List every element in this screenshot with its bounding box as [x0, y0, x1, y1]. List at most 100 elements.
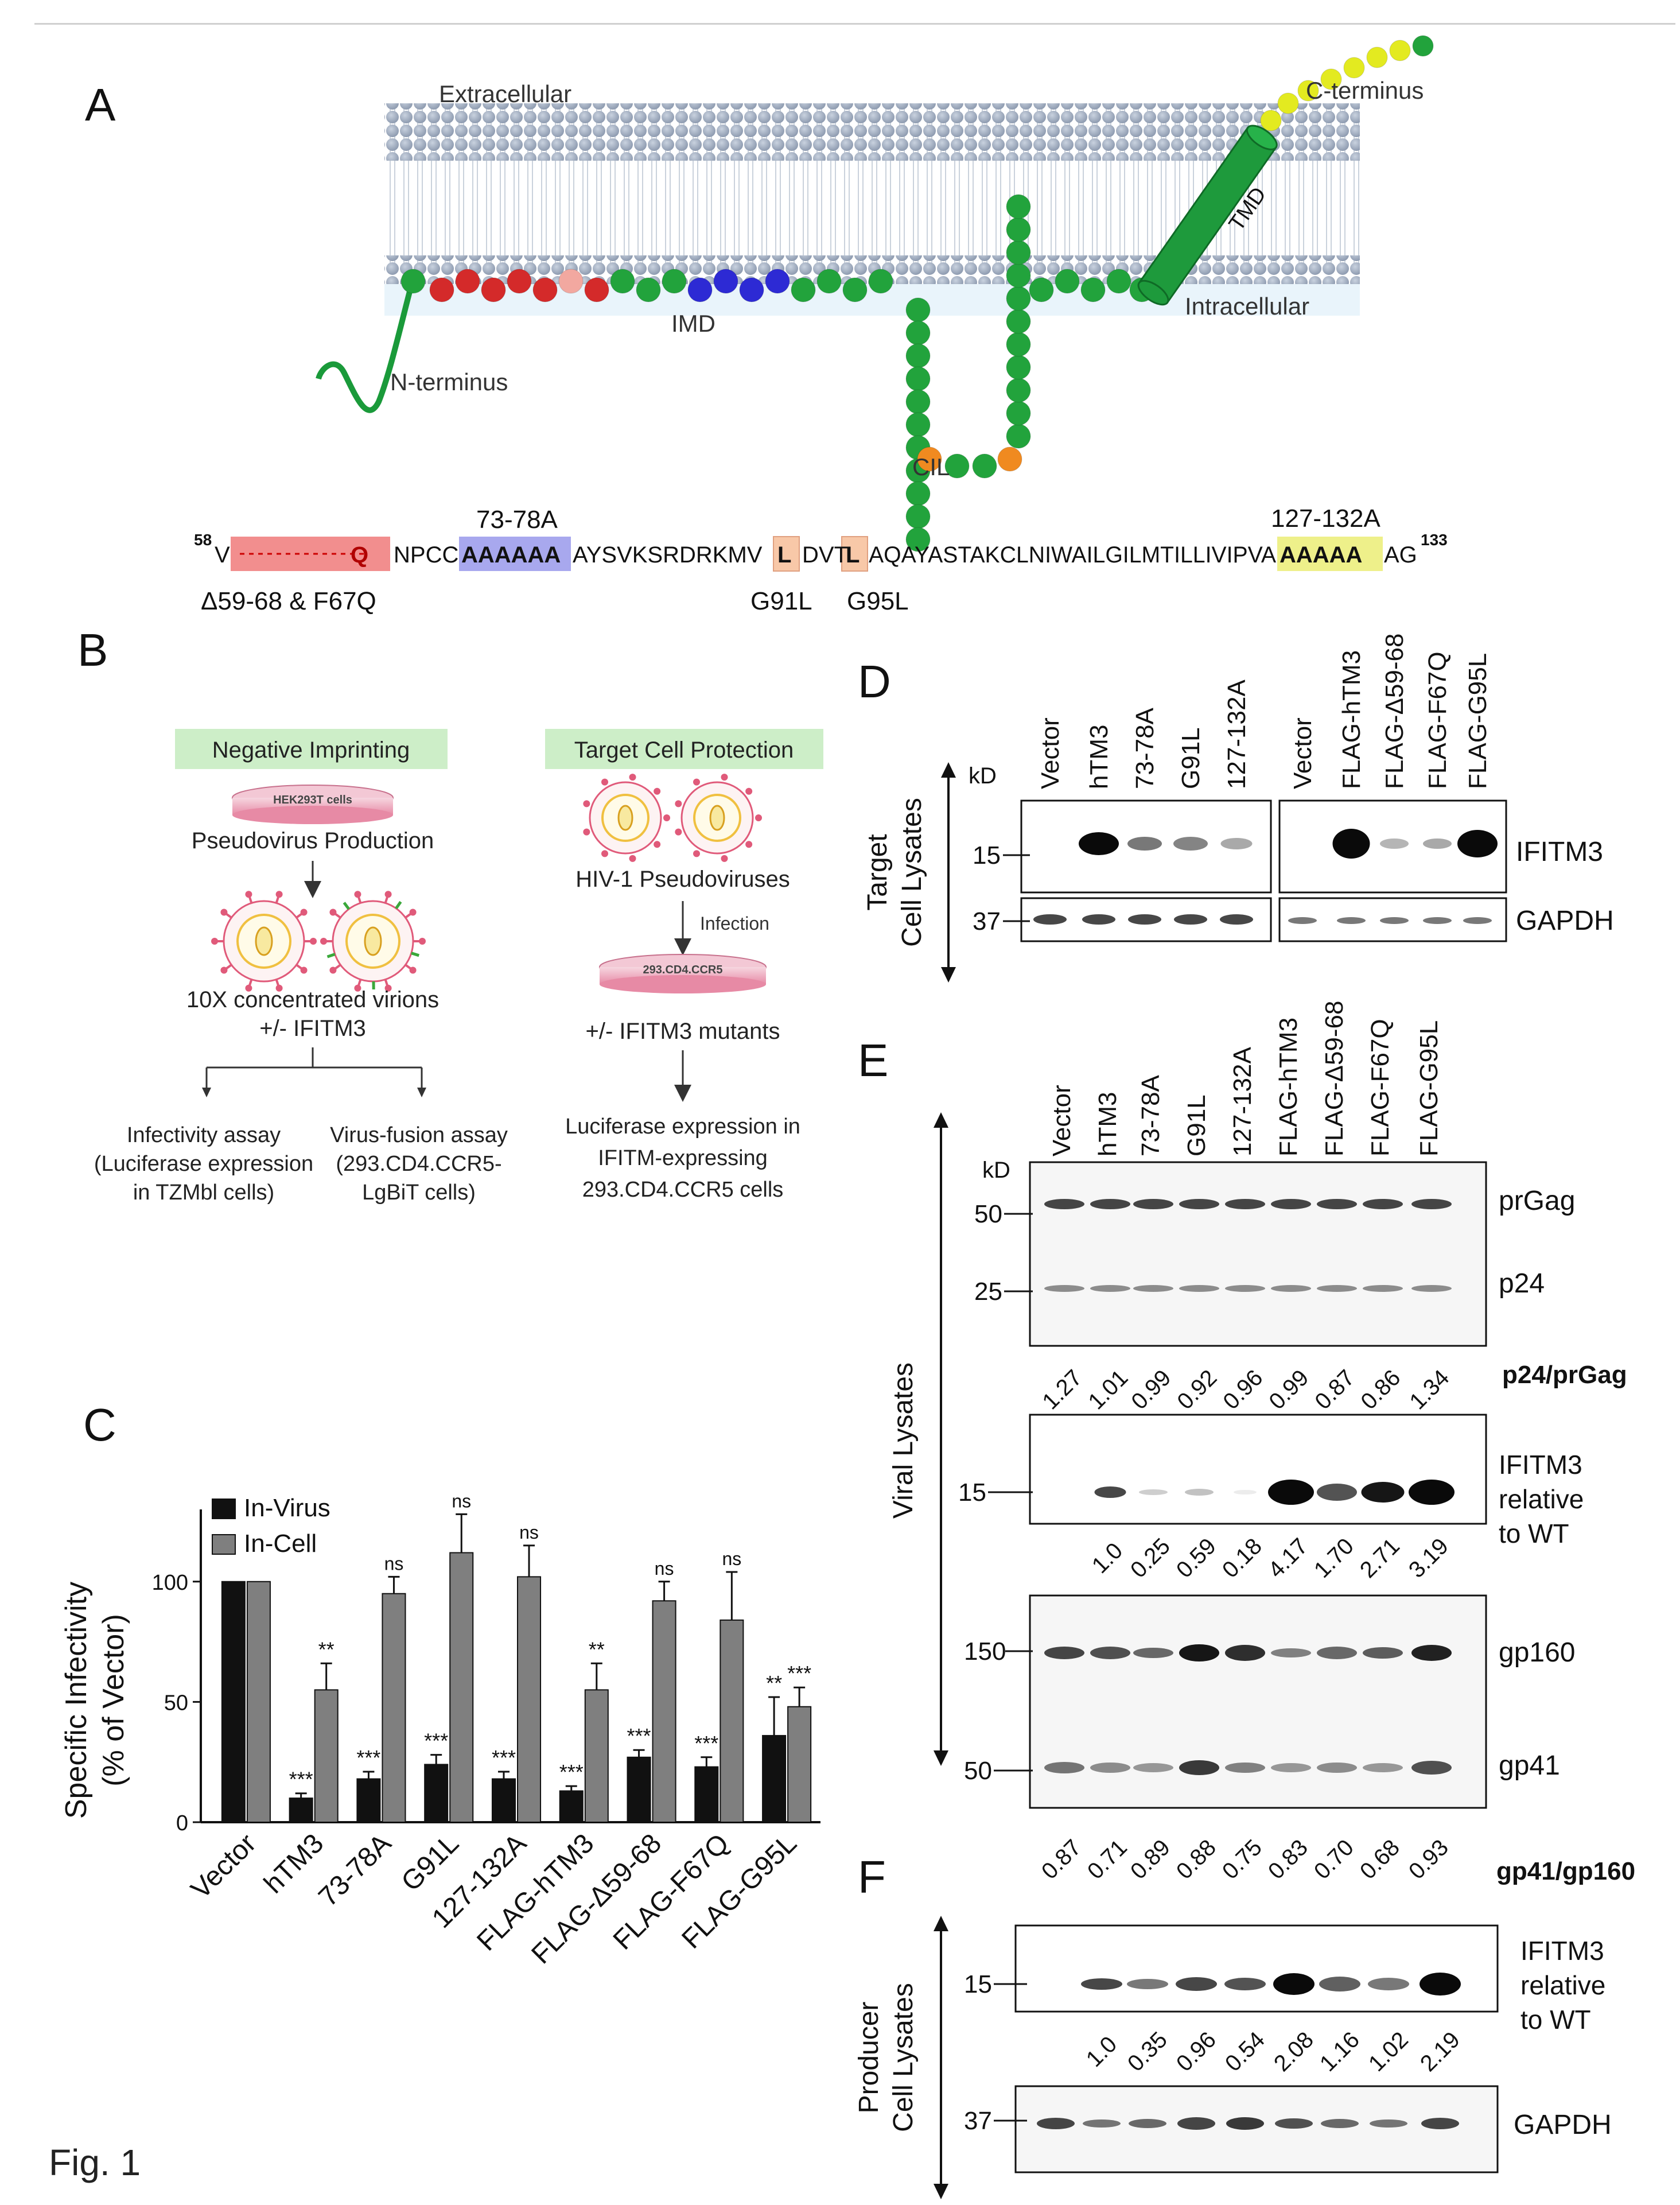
e-lane-4: 127-132A — [1228, 1047, 1257, 1156]
residue-bead-27 — [906, 482, 930, 506]
bar-in-virus-5 — [560, 1791, 583, 1823]
e-p24-ratio-8: 1.34 — [1405, 1365, 1454, 1414]
e-p24-band-0 — [1044, 1285, 1084, 1292]
f-gapdh-band-0 — [1037, 2118, 1075, 2129]
bar-in-cell-4 — [518, 1577, 540, 1822]
e-p24-ratio-7: 0.86 — [1356, 1365, 1405, 1414]
c-terminus-bead-5 — [1344, 57, 1364, 78]
legend-swatch-0 — [212, 1499, 235, 1519]
e-lane-2: 73-78A — [1137, 1074, 1165, 1156]
residue-bead-42 — [1006, 240, 1030, 265]
hek293t-dish-label: HEK293T cells — [273, 794, 352, 806]
residue-bead-3 — [481, 278, 505, 302]
pseudo-spike-1-5 — [675, 800, 682, 807]
residue-bead-32 — [973, 454, 997, 478]
panel-d-gapdh-label: GAPDH — [1516, 906, 1614, 936]
panel-e-ifitm3-blot — [1030, 1415, 1486, 1524]
panel-f-side-label-2: Cell Lysates — [888, 1983, 919, 2132]
panel-d-letter: D — [858, 656, 891, 707]
pseudo-spike-0-0 — [663, 814, 670, 821]
residue-bead-17 — [843, 278, 867, 302]
c-terminus-bead-1 — [1261, 110, 1281, 131]
split-arrow — [207, 1047, 422, 1093]
residue-bead-40 — [1006, 286, 1030, 310]
panel-d-side-label-2: Cell Lysates — [897, 798, 927, 947]
e-gp160-band-5 — [1271, 1648, 1311, 1657]
pseudo-spike-1-6 — [693, 779, 700, 786]
ifitm3-mark-4 — [327, 954, 335, 957]
spike-head-0-4 — [220, 967, 227, 974]
intracellular-label: Intracellular — [1185, 293, 1309, 320]
significance-1-7: ns — [722, 1548, 741, 1569]
e-gp-ratio-1: 0.71 — [1083, 1835, 1132, 1884]
residue-bead-1 — [430, 278, 454, 302]
d-ifitm3-band-left-3 — [1173, 837, 1208, 851]
residue-bead-44 — [1006, 195, 1030, 219]
panel-f: F Producer Cell Lysates 15 37 IFITM3 rel… — [854, 1851, 1612, 2199]
spike-head-0-9 — [301, 909, 308, 915]
d-gapdh-band-left-1 — [1082, 914, 1115, 925]
panel-e-kd: kD — [982, 1158, 1010, 1183]
d-lane-right-2: FLAG-Δ59-68 — [1380, 634, 1409, 790]
spike-head-1-4 — [329, 967, 336, 974]
d-lane-left-2: 73-78A — [1131, 707, 1159, 789]
e-gp-ratio-7: 0.68 — [1355, 1835, 1405, 1884]
hek293t-dish-base — [232, 806, 393, 824]
e-p24-ratio-5: 0.99 — [1264, 1365, 1313, 1414]
e-ifitm3-value-4: 4.17 — [1263, 1534, 1313, 1583]
spike-head-1-7 — [354, 891, 361, 898]
significance-0-2: *** — [356, 1746, 380, 1769]
seq-g95l-residue: L — [846, 542, 860, 568]
bar-in-cell-3 — [450, 1552, 473, 1822]
e-gp160-band-8 — [1411, 1645, 1452, 1661]
f-ifitm3-band-2 — [1127, 1979, 1168, 1989]
panel-f-gapdh-label: GAPDH — [1514, 2110, 1612, 2140]
target-cell-dish-base — [600, 975, 766, 993]
bar-in-cell-5 — [585, 1690, 608, 1822]
panel-f-ifitm3-blot — [1016, 1926, 1498, 2012]
e-gp-ratio-8: 0.93 — [1404, 1835, 1453, 1884]
e-gp160-band-0 — [1044, 1647, 1084, 1659]
e-gp41-band-8 — [1411, 1761, 1452, 1775]
ifitm3-mark-6 — [344, 903, 349, 909]
e-gp-ratio-3: 0.88 — [1172, 1835, 1221, 1884]
y-tick-label: 0 — [176, 1811, 188, 1835]
residue-bead-41 — [1006, 263, 1030, 288]
e-ifitm3-value-1: 0.25 — [1126, 1534, 1175, 1583]
f-ifitm3-band-5 — [1273, 1973, 1315, 1995]
d-ifitm3-band-right-1 — [1333, 829, 1370, 859]
e-gp160-band-4 — [1225, 1645, 1265, 1661]
g91l-label: G91L — [750, 587, 812, 615]
e-p24-ratio-0: 1.27 — [1037, 1365, 1087, 1414]
top-divider — [34, 23, 1675, 25]
f-ifitm3-band-4 — [1224, 1978, 1266, 1990]
negative-imprinting-header: Negative Imprinting — [212, 737, 410, 763]
d-ifitm3-band-left-4 — [1221, 838, 1253, 849]
x-tick-label-5: FLAG-hTM3 — [471, 1828, 600, 1956]
virion-plain — [224, 901, 304, 981]
f-ifitm3-value-4: 2.08 — [1269, 2027, 1319, 2076]
panel-e-gp-ratios: 0.870.710.890.880.750.830.700.680.93 — [1037, 1835, 1453, 1884]
residue-bead-7 — [585, 278, 609, 302]
e-gp160-band-6 — [1317, 1647, 1357, 1659]
spike-head-1-1 — [410, 967, 417, 974]
e-p24-ratio-2: 0.99 — [1126, 1365, 1176, 1414]
panel-e-p24-ratios: 1.271.010.990.920.960.990.870.861.34 — [1037, 1365, 1454, 1414]
d-gapdh-band-right-1 — [1337, 917, 1366, 924]
f-gapdh-band-1 — [1083, 2119, 1121, 2128]
residue-bead-13 — [740, 278, 764, 302]
e-gp41-band-5 — [1271, 1763, 1311, 1772]
panel-a: A Extracellular Intracellular N-terminus… — [85, 36, 1448, 615]
extracellular-label: Extracellular — [439, 80, 571, 107]
panel-e-env-blot — [1030, 1595, 1486, 1808]
e-p24-ratio-6: 0.87 — [1310, 1365, 1359, 1414]
residue-bead-9 — [636, 278, 660, 302]
bar-in-virus-0 — [222, 1582, 245, 1822]
spike-head-0-6 — [220, 909, 227, 915]
bar-in-virus-1 — [290, 1798, 313, 1822]
